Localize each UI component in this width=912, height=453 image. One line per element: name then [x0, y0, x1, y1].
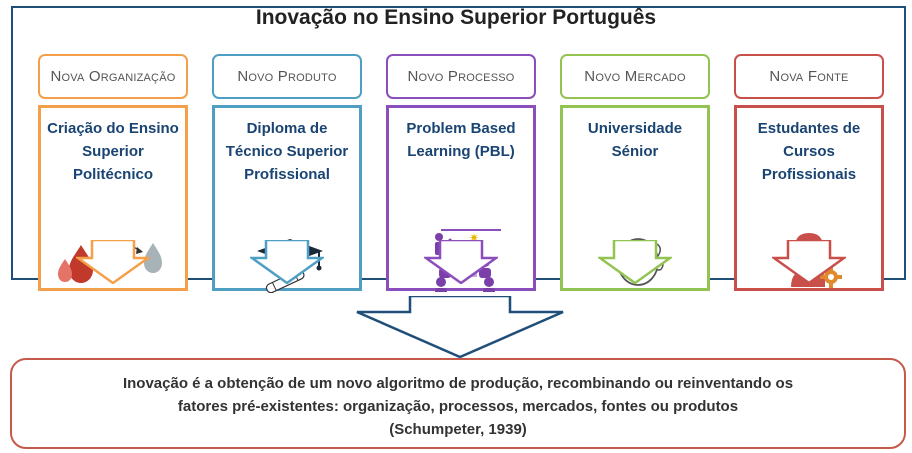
big-down-arrow: [356, 296, 564, 358]
down-arrow: [598, 240, 672, 284]
column-text: Diploma de Técnico Superior Profissional: [215, 117, 359, 186]
column-header: Nova Organização: [38, 54, 188, 99]
column-header: Novo Processo: [386, 54, 536, 99]
text-line: Criação do Ensino: [47, 120, 179, 137]
text-line: Universidade: [587, 120, 683, 137]
text-line: Cursos: [783, 143, 835, 160]
text-line: Superior: [82, 143, 144, 160]
text-line: Técnico Superior: [225, 143, 349, 160]
main-title: Inovação no Ensino Superior Português: [255, 6, 657, 29]
column-text: Estudantes de Cursos Profissionais: [737, 117, 881, 186]
quote-line: Inovação é a obtenção de um novo algorit…: [122, 375, 794, 392]
text-line: Politécnico: [72, 166, 154, 183]
column-content-box: Problem Based Learning (PBL) ✷: [386, 105, 536, 292]
column-nova-fonte: Nova Fonte Estudantes de Cursos Profissi…: [734, 54, 884, 291]
svg-text:✷: ✷: [469, 231, 479, 245]
text-line: Profissionais: [761, 166, 857, 183]
column-text: Universidade Sénior: [563, 117, 707, 163]
text-line: Sénior: [611, 143, 659, 160]
water-drops-icon: [58, 243, 162, 283]
column-header: Novo Mercado: [560, 54, 710, 99]
quote-citation: (Schumpeter, 1939): [389, 421, 527, 438]
column-text: Problem Based Learning (PBL): [389, 117, 533, 163]
column-novo-processo: Novo Processo Problem Based Learning (PB…: [386, 54, 536, 292]
definition-quote-box: Inovação é a obtenção de um novo algorit…: [10, 358, 906, 449]
text-line: Diploma de: [246, 120, 328, 137]
text-line: Estudantes de: [757, 120, 861, 137]
column-nova-organizacao: Nova Organização Criação do Ensino Super…: [38, 54, 188, 291]
column-novo-mercado: Novo Mercado Universidade Sénior: [560, 54, 710, 291]
text-line: Learning (PBL): [407, 143, 515, 160]
down-arrow: [772, 240, 846, 284]
text-line: Problem Based: [406, 120, 516, 137]
down-arrow: [250, 240, 324, 284]
quote-line: fatores pré-existentes: organização, pro…: [177, 398, 739, 415]
column-novo-produto: Novo Produto Diploma de Técnico Superior…: [212, 54, 362, 293]
text-line: Profissional: [244, 166, 330, 183]
column-header: Novo Produto: [212, 54, 362, 99]
down-arrow: [76, 240, 150, 284]
column-header: Nova Fonte: [734, 54, 884, 99]
down-arrow: [424, 240, 498, 284]
column-text: Criação do Ensino Superior Politécnico: [41, 117, 185, 186]
